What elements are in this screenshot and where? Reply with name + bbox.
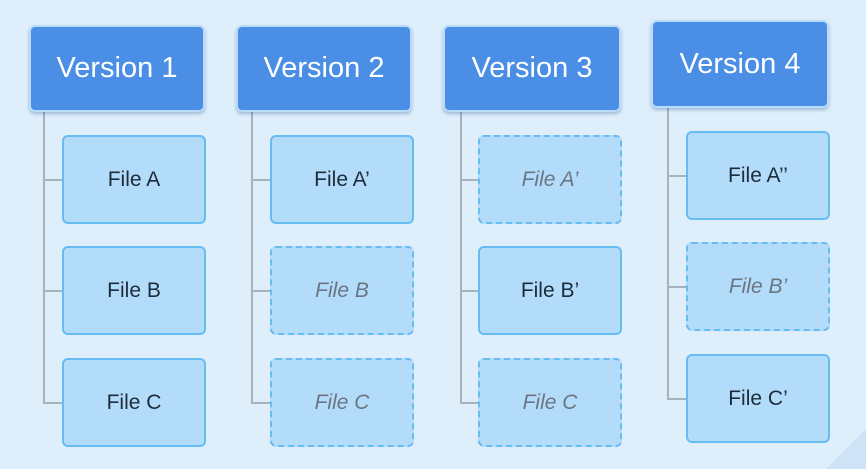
file-node: File B’ xyxy=(478,246,622,335)
file-node: File A xyxy=(62,135,206,224)
file-node: File B xyxy=(62,246,206,335)
tree-branch xyxy=(460,179,480,181)
version-header: Version 1 xyxy=(29,25,205,112)
file-node-ghost: File C xyxy=(270,358,414,447)
version-header: Version 2 xyxy=(236,25,412,112)
file-node-ghost: File A’ xyxy=(478,135,622,224)
version-header: Version 4 xyxy=(651,20,829,108)
tree-branch xyxy=(667,175,687,177)
tree-branch xyxy=(251,179,271,181)
version-header: Version 3 xyxy=(443,25,621,112)
file-node: File C xyxy=(62,358,206,447)
background-corner xyxy=(826,429,866,469)
file-node-ghost: File B’ xyxy=(686,242,830,331)
tree-connector xyxy=(667,108,669,400)
tree-branch xyxy=(43,402,63,404)
tree-branch xyxy=(460,290,480,292)
tree-branch xyxy=(251,290,271,292)
file-node: File A’ xyxy=(270,135,414,224)
file-node: File C’ xyxy=(686,354,830,443)
tree-branch xyxy=(667,398,687,400)
tree-branch xyxy=(667,286,687,288)
tree-connector xyxy=(43,112,45,404)
file-node-ghost: File B xyxy=(270,246,414,335)
tree-branch xyxy=(43,290,63,292)
tree-branch xyxy=(43,179,63,181)
tree-branch xyxy=(460,402,480,404)
tree-connector xyxy=(251,112,253,404)
tree-branch xyxy=(251,402,271,404)
file-node: File A’’ xyxy=(686,131,830,220)
tree-connector xyxy=(460,112,462,404)
file-node-ghost: File C xyxy=(478,358,622,447)
